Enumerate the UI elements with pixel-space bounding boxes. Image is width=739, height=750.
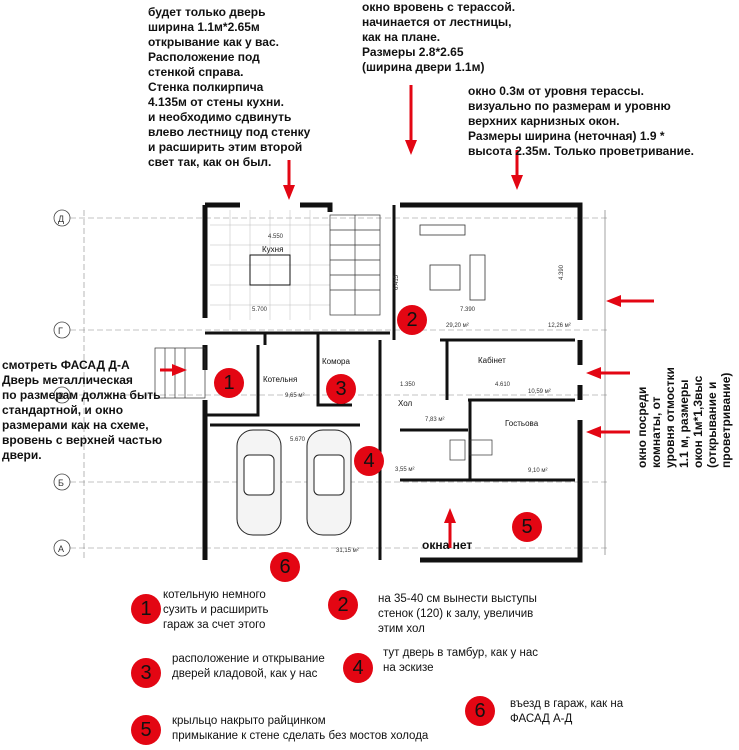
axis-label-v: В bbox=[58, 391, 64, 401]
legend-badge-3: 3 bbox=[131, 658, 161, 688]
area-bath: 3,55 м² bbox=[395, 467, 414, 473]
bathroom-fixtures bbox=[449, 439, 493, 461]
porch-steps bbox=[154, 347, 206, 399]
dim-3: 6.415 bbox=[394, 274, 400, 290]
legend-badge-2: 2 bbox=[328, 590, 358, 620]
marker-3: 3 bbox=[326, 374, 356, 404]
note-facade-door: смотреть ФАСАД Д-А Дверь металлическая п… bbox=[2, 358, 163, 462]
kitchen-tiles bbox=[210, 210, 330, 320]
marker-2: 2 bbox=[397, 305, 427, 335]
dim-8: 1.350 bbox=[400, 382, 416, 388]
area-guest: 9,10 м² bbox=[528, 468, 547, 474]
legend-text-1: котельную немного сузить и расширить гар… bbox=[163, 589, 269, 631]
area-boiler: 9,65 м² bbox=[285, 393, 304, 399]
axis-label-d: Д bbox=[58, 214, 64, 224]
note-terrace-window: окно вровень с терассой. начинается от л… bbox=[362, 0, 516, 74]
marker-6: 6 bbox=[270, 552, 300, 582]
legend-badge-1: 1 bbox=[131, 594, 161, 624]
area-cabinet: 10,59 м² bbox=[528, 389, 551, 395]
dim-7: 5.670 bbox=[290, 437, 306, 443]
outer-walls bbox=[202, 202, 583, 563]
dim-6: 4.610 bbox=[495, 382, 511, 388]
note-eave-window: окно 0.3м от уровня терассы. визуально п… bbox=[468, 84, 694, 158]
room-label-hall: Хол bbox=[398, 399, 413, 408]
annotation-arrows bbox=[160, 85, 654, 548]
legend-text-3: расположение и открывание дверей кладово… bbox=[172, 653, 325, 680]
legend-badge-5: 5 bbox=[131, 715, 161, 745]
axis-label-b: Б bbox=[58, 478, 64, 488]
room-label-guest: Гостьова bbox=[505, 419, 539, 428]
axis-label-g: Г bbox=[58, 326, 63, 336]
legend-text-4: тут дверь в тамбур, как у нас на эскизе bbox=[383, 647, 538, 674]
legend-text-2: на 35-40 см вынести выступы стенок (120)… bbox=[378, 593, 537, 635]
legend-badge-6: 6 bbox=[465, 696, 495, 726]
living-furniture bbox=[419, 224, 486, 301]
area-hall: 7,83 м² bbox=[425, 417, 444, 423]
dining-table bbox=[249, 254, 291, 286]
marker-5: 5 bbox=[512, 512, 542, 542]
note-no-windows: окна нет bbox=[422, 538, 473, 552]
marker-4: 4 bbox=[354, 446, 384, 476]
room-label-boiler: Котельня bbox=[263, 375, 297, 384]
room-label-storage: Комора bbox=[322, 357, 351, 366]
note-side-windows: окно посреди комнаты, от уровня отмостки… bbox=[635, 367, 733, 468]
legend-badge-4: 4 bbox=[343, 653, 373, 683]
dim-1: 4.550 bbox=[268, 234, 284, 240]
room-label-kitchen: Кухня bbox=[262, 245, 283, 254]
legend-text-5: крыльцо накрыто райцинком примыкание к с… bbox=[172, 715, 429, 742]
garage-cars bbox=[236, 429, 352, 536]
axis-label-a: А bbox=[58, 544, 64, 554]
area-kitchen: 29,20 м² bbox=[446, 323, 469, 329]
axis-bubbles bbox=[53, 209, 71, 557]
area-garage: 31,15 м² bbox=[336, 548, 359, 554]
room-label-cabinet: Кабінет bbox=[478, 356, 506, 365]
area-living-corner: 12,26 м² bbox=[548, 323, 571, 329]
dim-2: 5.700 bbox=[252, 307, 268, 313]
dim-5: 4.390 bbox=[559, 264, 565, 280]
marker-1: 1 bbox=[214, 368, 244, 398]
dim-4: 7.390 bbox=[460, 307, 476, 313]
note-kitchen-door: будет только дверь ширина 1.1м*2.65м отк… bbox=[148, 5, 311, 169]
staircase bbox=[329, 214, 381, 316]
legend-text-6: въезд в гараж, как на ФАСАД А-Д bbox=[510, 698, 624, 725]
